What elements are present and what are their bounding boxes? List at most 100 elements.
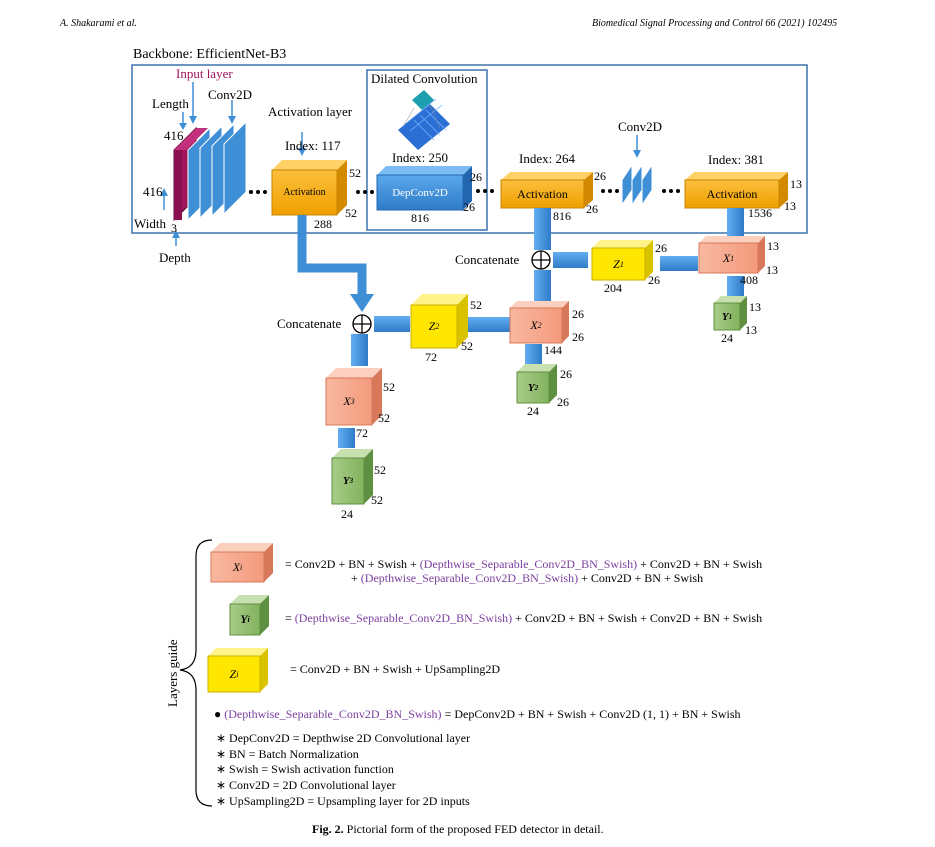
pipe-x1-y1	[727, 276, 744, 298]
pipe-x2-z2	[468, 317, 510, 332]
conv2d-top-label: Conv2D	[208, 87, 253, 102]
pipe-x1-z1	[660, 256, 698, 271]
ellipsis-dots	[249, 189, 680, 194]
x2-cube	[509, 301, 569, 344]
input-layer-label: Input layer	[176, 66, 233, 81]
layers-guide-title: Layers guide	[165, 639, 180, 707]
x1-dim-depth: 408	[740, 273, 758, 287]
length-value: 416	[164, 128, 184, 143]
pipe-x3-y3	[338, 428, 355, 448]
skip-connection-arrow	[297, 215, 367, 298]
act2-dim-depth: 816	[553, 209, 571, 223]
z1-dim-depth: 204	[604, 281, 622, 295]
act1-dim-bottom: 52	[345, 206, 357, 220]
depconv-dim-bottom: 26	[463, 200, 475, 214]
activation-117-text: Activation	[283, 187, 326, 198]
guide-def-swish: ∗ Swish = Swish activation function	[216, 762, 394, 776]
x3-dim-top: 52	[383, 380, 395, 394]
y3-cube	[331, 449, 373, 505]
y3-dim-depth: 24	[341, 507, 353, 521]
length-label: Length	[152, 96, 189, 111]
z1-dim-bottom: 26	[648, 273, 660, 287]
depconv-dim-depth: 816	[411, 211, 429, 225]
z1-dim-top: 26	[655, 241, 667, 255]
figure-caption: Fig. 2. Pictorial form of the proposed F…	[312, 822, 604, 836]
act3-dim-bottom: 13	[784, 199, 796, 213]
z2-cube	[410, 294, 468, 349]
y1-dim-bottom: 13	[745, 323, 757, 337]
activation-117-box	[271, 160, 347, 216]
act1-dim-top: 52	[349, 166, 361, 180]
y3-dim-bottom: 52	[371, 493, 383, 507]
pipe-concat2-x3	[351, 334, 368, 366]
depconv2d-text: DepConv2D	[392, 186, 448, 199]
layers-guide-brace	[179, 539, 213, 807]
pipe-concat1-x2	[534, 270, 551, 302]
act2-dim-bottom: 26	[586, 202, 598, 216]
pipe-act264-down	[534, 208, 551, 250]
conv2d-slabs	[187, 120, 247, 222]
x3-dim-depth: 72	[356, 426, 368, 440]
guide-zi-line: = Conv2D + BN + Swish + UpSampling2D	[290, 662, 501, 676]
guide-def-conv2d: ∗ Conv2D = 2D Convolutional layer	[216, 778, 396, 792]
pipe-act381-down	[727, 208, 744, 238]
guide-def-bn: ∗ BN = Batch Normalization	[216, 747, 359, 761]
index-264-label: Index: 264	[519, 151, 575, 166]
dilated-convolution-icon	[398, 90, 450, 150]
z1-cube	[591, 240, 653, 281]
index-117-label: Index: 117	[285, 138, 341, 153]
guide-xi-line2: + (Depthwise_Separable_Conv2D_BN_Swish) …	[351, 571, 704, 585]
conv2d-right-slabs	[621, 163, 653, 207]
z2-dim-bottom: 52	[461, 339, 473, 353]
y1-dim-top: 13	[749, 300, 761, 314]
concat1-oplus-icon	[531, 250, 551, 270]
x1-dim-bottom: 13	[766, 263, 778, 277]
guide-xi-cube	[210, 543, 273, 583]
index-250-label: Index: 250	[392, 150, 448, 165]
guide-yi-line: = (Depthwise_Separable_Conv2D_BN_Swish) …	[285, 611, 763, 625]
y1-dim-depth: 24	[721, 331, 733, 345]
activation-264-text: Activation	[517, 186, 568, 201]
guide-def-depconv2d: ∗ DepConv2D = Depthwise 2D Convolutional…	[216, 731, 471, 745]
guide-zi-cube	[207, 648, 268, 693]
concat2-label: Concatenate	[277, 316, 342, 331]
x2-dim-top: 26	[572, 307, 584, 321]
concat2-oplus-icon	[352, 314, 372, 334]
x2-dim-bottom: 26	[572, 330, 584, 344]
pipe-x2-y2	[525, 344, 542, 364]
conv2d-right-label: Conv2D	[618, 119, 663, 134]
dilated-conv-frame	[366, 69, 488, 231]
act3-dim-depth: 1536	[748, 206, 772, 220]
guide-yi-cube	[229, 595, 269, 636]
y2-cube	[516, 364, 557, 404]
depconv-dim-top: 26	[470, 170, 482, 184]
guide-depthwise-definition: ● (Depthwise_Separable_Conv2D_BN_Swish) …	[214, 707, 741, 721]
activation-381-box	[684, 172, 788, 209]
activation-264-box	[500, 172, 593, 209]
running-header-author: A. Shakarami et al.	[60, 18, 137, 29]
z2-dim-depth: 72	[425, 350, 437, 364]
width-label: Width	[134, 216, 166, 231]
dilated-conv-title: Dilated Convolution	[371, 71, 478, 86]
width-value: 416	[143, 184, 163, 199]
y2-dim-bottom: 26	[557, 395, 569, 409]
x3-cube	[325, 368, 382, 426]
activation-layer-label: Activation layer	[268, 104, 353, 119]
depth-label: Depth	[159, 250, 191, 265]
x1-cube	[698, 236, 765, 274]
guide-xi-line1: = Conv2D + BN + Swish + (Depthwise_Separ…	[285, 557, 763, 571]
guide-def-upsampling2d: ∗ UpSampling2D = Upsampling layer for 2D…	[216, 794, 470, 808]
act2-dim-top: 26	[594, 169, 606, 183]
act1-dim-depth: 288	[314, 217, 332, 231]
index-381-label: Index: 381	[708, 152, 764, 167]
depth-value: 3	[171, 221, 177, 235]
y2-dim-top: 26	[560, 367, 572, 381]
